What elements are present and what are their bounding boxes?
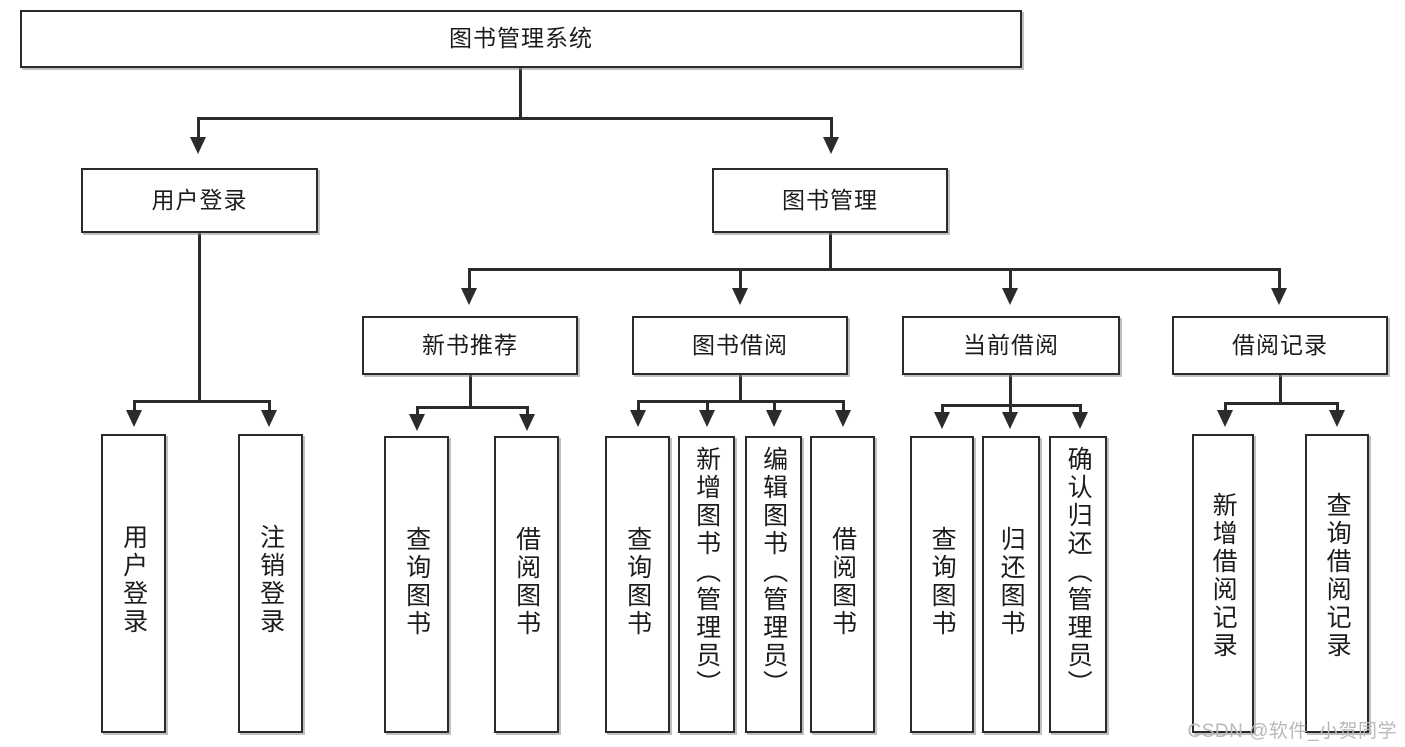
arrow-to-nb-leaf-2 [519, 414, 535, 431]
arrow-to-leaf-user-login-1 [126, 410, 142, 427]
arrow-to-level3-2 [732, 288, 748, 305]
connector-new-book-bus [416, 406, 528, 409]
connector-drop-level3-2 [739, 268, 742, 290]
connector-drop-leaf-user-login-2 [268, 400, 271, 412]
watermark-text: CSDN @软件_小贺同学 [1187, 721, 1397, 742]
node-label: 当前借阅 [963, 331, 1059, 358]
node-label: 注销登录 [256, 524, 285, 636]
connector-drop-bb-1 [637, 400, 640, 412]
arrow-to-book-mgmt [823, 137, 839, 154]
node-label: 查询图书 [928, 526, 957, 638]
arrow-to-bb-leaf-1 [630, 410, 646, 427]
connector-drop-nb-1 [416, 406, 419, 416]
connector-drop-leaf-user-login-1 [133, 400, 136, 412]
leaf-cb-return-books[interactable]: 归还图书 [982, 436, 1040, 733]
leaf-bb-query-books[interactable]: 查询图书 [605, 436, 670, 733]
node-book-borrow[interactable]: 图书借阅 [632, 316, 848, 375]
leaf-logout[interactable]: 注销登录 [238, 434, 303, 733]
node-label: 借阅记录 [1232, 331, 1328, 358]
arrow-to-bb-leaf-4 [835, 410, 851, 427]
connector-drop-bb-2 [706, 400, 709, 412]
arrow-to-level3-3 [1002, 288, 1018, 305]
node-root-system[interactable]: 图书管理系统 [20, 10, 1022, 68]
node-label: 新增图书（管理员） [692, 446, 721, 698]
leaf-bb-borrow-books[interactable]: 借阅图书 [810, 436, 875, 733]
connector-borrow-record-bus [1224, 402, 1338, 405]
node-label: 归还图书 [997, 526, 1026, 638]
node-label: 新增借阅记录 [1209, 492, 1238, 660]
node-label: 用户登录 [151, 186, 248, 213]
connector-drop-user-login [197, 117, 200, 139]
arrow-to-bb-leaf-2 [699, 410, 715, 427]
leaf-br-query-record[interactable]: 查询借阅记录 [1305, 434, 1369, 733]
arrow-to-nb-leaf-1 [409, 414, 425, 431]
node-user-login[interactable]: 用户登录 [81, 168, 318, 233]
leaf-cb-query-books[interactable]: 查询图书 [910, 436, 974, 733]
node-label: 新书推荐 [422, 331, 518, 358]
connector-drop-br-2 [1336, 402, 1339, 412]
node-label: 图书管理系统 [449, 25, 593, 52]
node-label: 查询图书 [402, 526, 431, 638]
connector-drop-bb-4 [842, 400, 845, 412]
connector-borrow-record-stem [1279, 375, 1282, 404]
connector-drop-cb-1 [941, 404, 944, 414]
node-label: 借阅图书 [828, 526, 857, 638]
node-new-book-recommend[interactable]: 新书推荐 [362, 316, 578, 375]
connector-drop-level3-4 [1278, 268, 1281, 290]
connector-drop-level3-1 [468, 268, 471, 290]
arrow-to-br-leaf-2 [1329, 410, 1345, 427]
node-borrow-record[interactable]: 借阅记录 [1172, 316, 1388, 375]
leaf-nb-query-books[interactable]: 查询图书 [384, 436, 449, 733]
node-label: 确认归还（管理员） [1064, 446, 1093, 698]
arrow-to-cb-leaf-3 [1072, 412, 1088, 429]
connector-book-mgmt-stem [829, 233, 832, 270]
leaf-bb-add-book-admin[interactable]: 新增图书（管理员） [678, 436, 735, 733]
arrow-to-br-leaf-1 [1217, 410, 1233, 427]
node-label: 用户登录 [119, 524, 148, 636]
connector-drop-nb-2 [526, 406, 529, 416]
arrow-to-level3-4 [1271, 288, 1287, 305]
node-label: 图书借阅 [692, 331, 788, 358]
arrow-to-level3-1 [461, 288, 477, 305]
connector-drop-cb-3 [1079, 404, 1082, 414]
node-book-management[interactable]: 图书管理 [712, 168, 948, 233]
leaf-bb-edit-book-admin[interactable]: 编辑图书（管理员） [745, 436, 802, 733]
leaf-user-login[interactable]: 用户登录 [101, 434, 166, 733]
connector-user-login-bus [133, 400, 270, 403]
connector-drop-cb-2 [1009, 404, 1012, 414]
arrow-to-user-login [190, 137, 206, 154]
connector-drop-book-mgmt [830, 117, 833, 139]
connector-book-borrow-bus [637, 400, 845, 403]
node-label: 查询图书 [623, 526, 652, 638]
connector-user-login-stem [198, 233, 201, 402]
arrow-to-cb-leaf-2 [1002, 412, 1018, 429]
node-current-borrow[interactable]: 当前借阅 [902, 316, 1120, 375]
connector-drop-br-1 [1224, 402, 1227, 412]
connector-level3-bus [468, 268, 1280, 271]
connector-drop-bb-3 [773, 400, 776, 412]
connector-new-book-stem [469, 375, 472, 408]
connector-book-borrow-stem [739, 375, 742, 402]
node-label: 编辑图书（管理员） [759, 446, 788, 698]
node-label: 图书管理 [782, 186, 878, 213]
connector-current-borrow-stem [1009, 375, 1012, 406]
node-label: 查询借阅记录 [1323, 492, 1352, 660]
leaf-cb-confirm-return-admin[interactable]: 确认归还（管理员） [1049, 436, 1107, 733]
node-label: 借阅图书 [512, 526, 541, 638]
arrow-to-bb-leaf-3 [766, 410, 782, 427]
leaf-nb-borrow-books[interactable]: 借阅图书 [494, 436, 559, 733]
arrow-to-cb-leaf-1 [934, 412, 950, 429]
connector-level2-bus [197, 117, 833, 120]
connector-drop-level3-3 [1009, 268, 1012, 290]
connector-root-stem [519, 68, 522, 119]
leaf-br-add-record[interactable]: 新增借阅记录 [1192, 434, 1254, 733]
arrow-to-leaf-user-login-2 [261, 410, 277, 427]
